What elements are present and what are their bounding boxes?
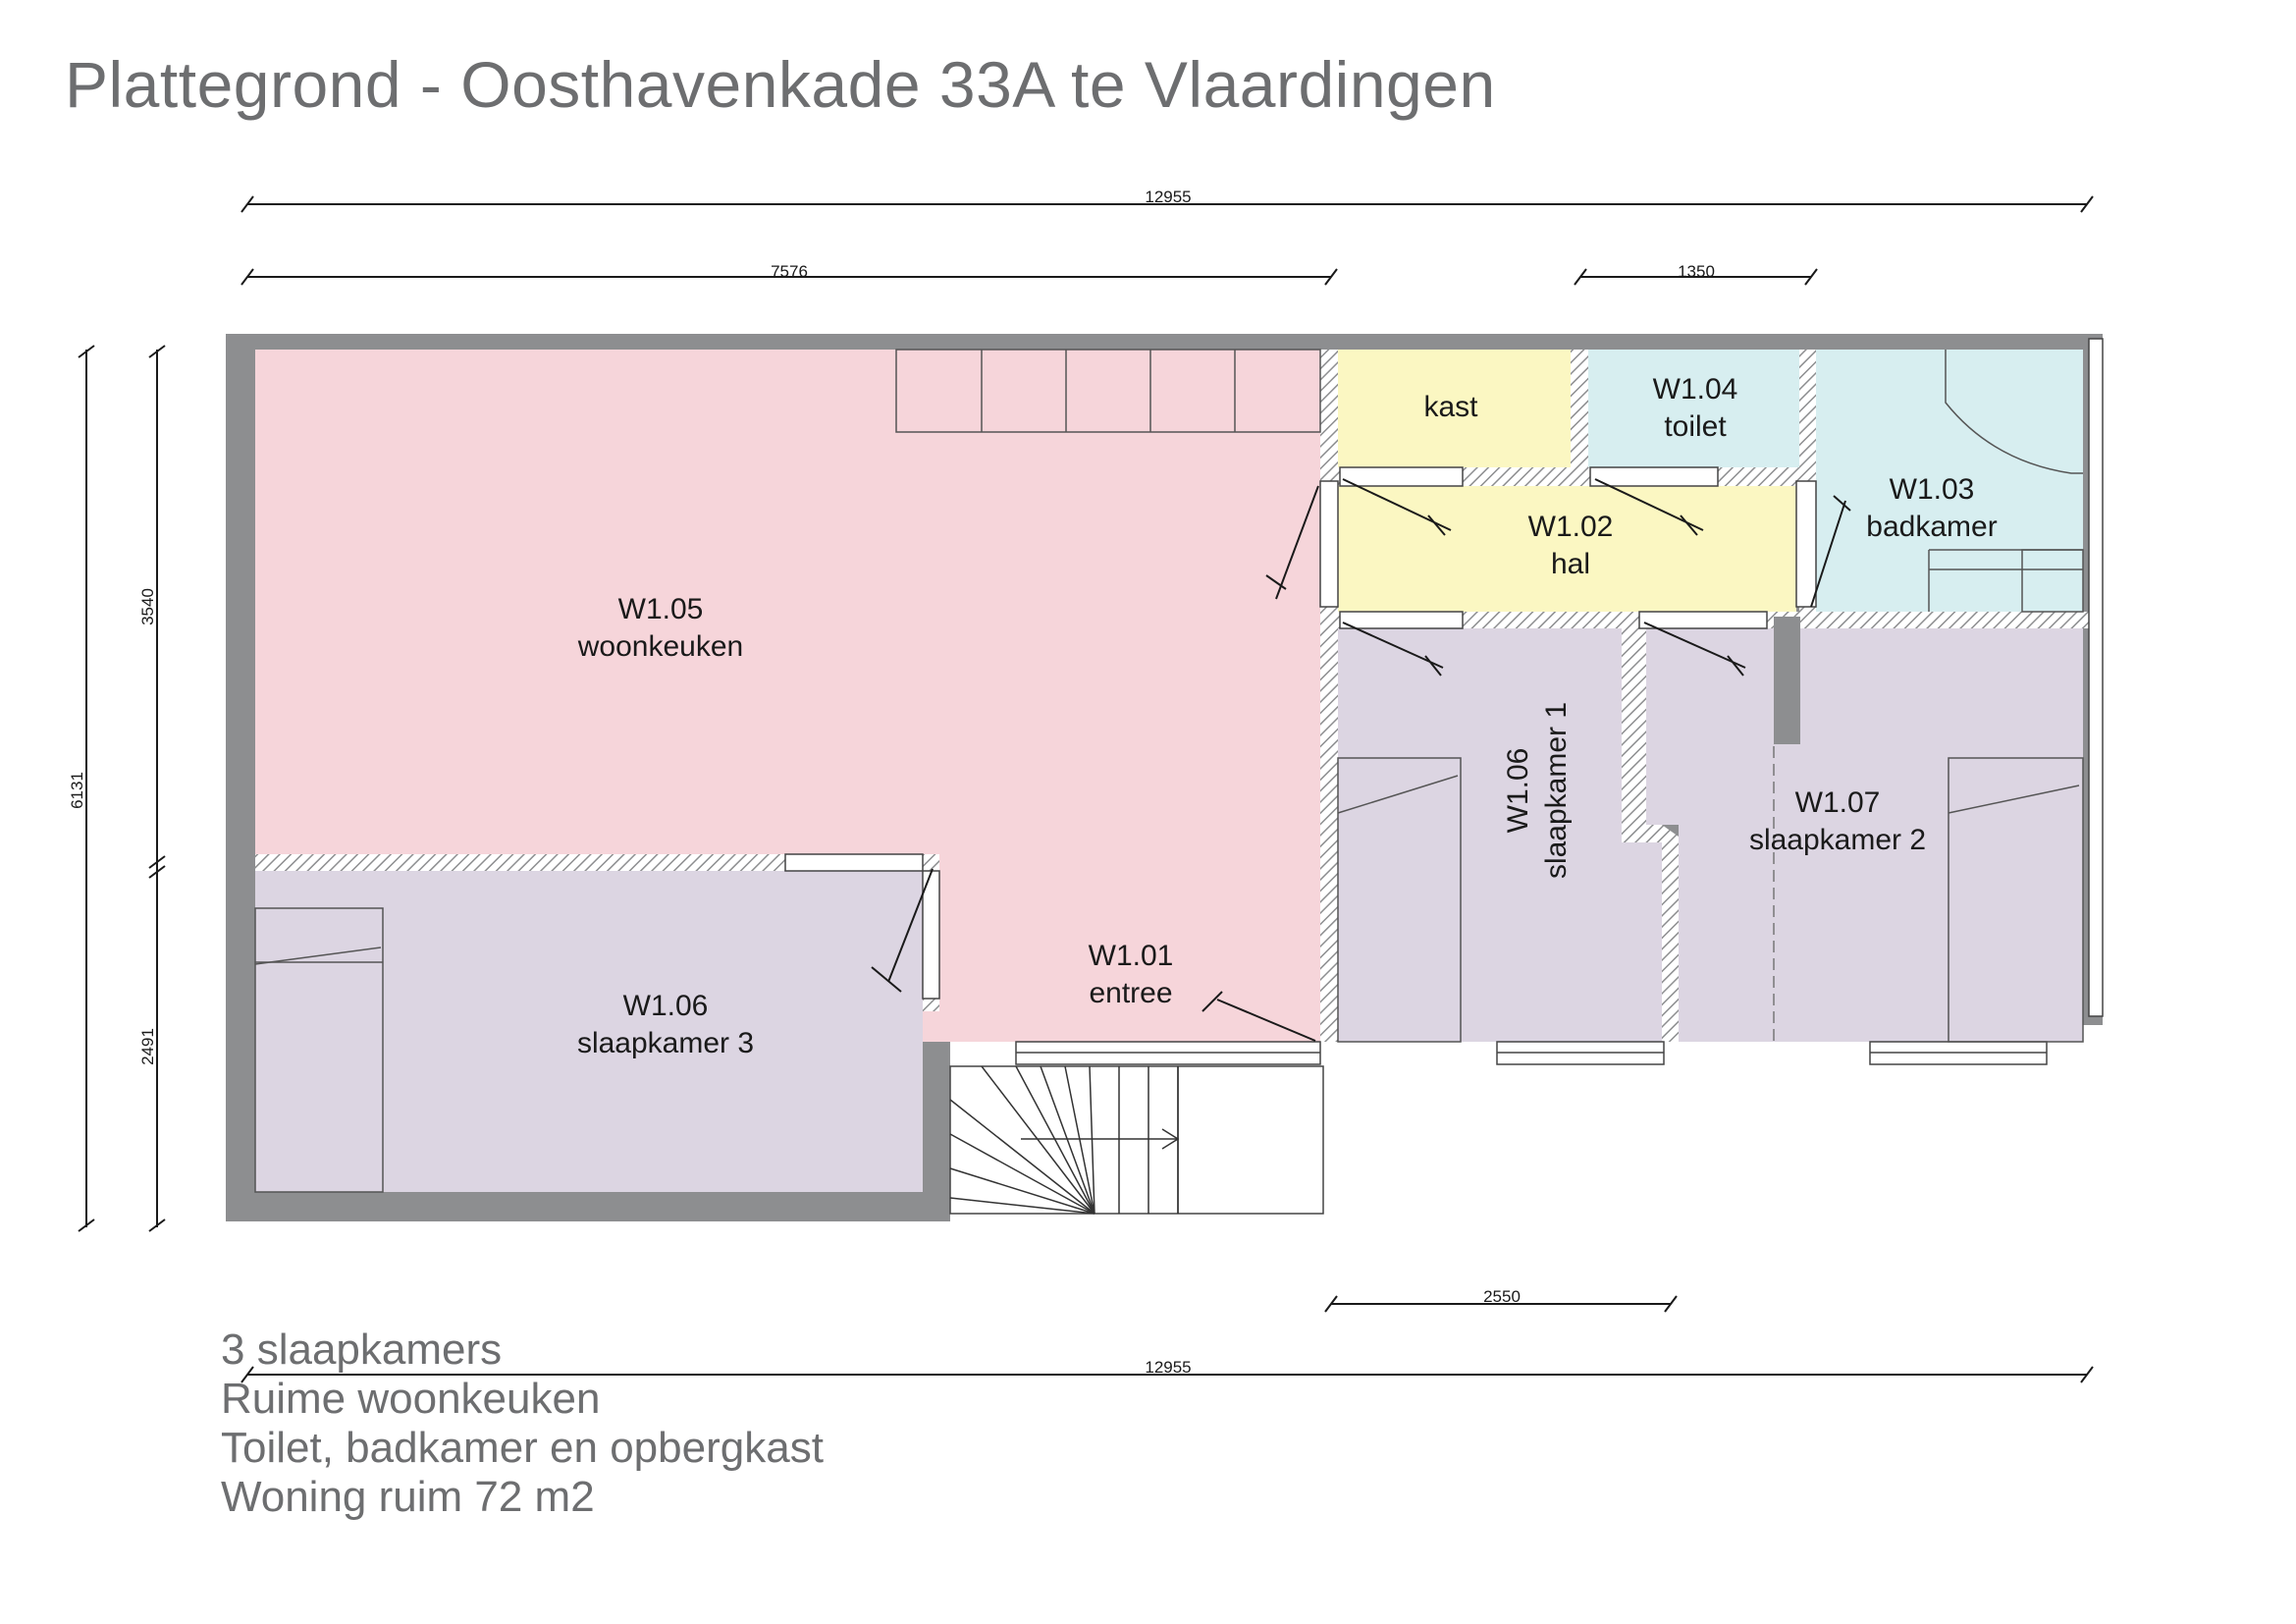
staircase [949, 1065, 1324, 1215]
dimension-lines [78, 195, 2094, 1383]
room-hal [1338, 486, 1796, 612]
label-w106b-name: slaapkamer 3 [577, 1027, 754, 1059]
note-line: Woning ruim 72 m2 [221, 1473, 595, 1521]
label-w105-name: woonkeuken [577, 630, 743, 663]
room-badkamer [1816, 350, 2083, 615]
label-w107-code: W1.07 [1795, 786, 1881, 819]
dim-bottom-total: 12955 [1145, 1358, 1191, 1377]
page-title: Plattegrond - Oosthavenkade 33A te Vlaar… [65, 48, 1496, 121]
room-kast [1338, 350, 1571, 467]
label-w107-name: slaapkamer 2 [1749, 824, 1926, 856]
label-w106b-code: W1.06 [623, 990, 709, 1022]
label-w105-code: W1.05 [618, 593, 704, 625]
dim-top-total: 12955 [1145, 188, 1191, 206]
dim-left-upper: 3540 [138, 588, 157, 625]
label-w104-name: toilet [1664, 410, 1727, 443]
label-w104-code: W1.04 [1653, 373, 1738, 406]
dim-bottom-mid: 2550 [1483, 1287, 1521, 1306]
label-w101-code: W1.01 [1089, 940, 1174, 972]
label-w106a-code: W1.06 [1502, 748, 1534, 834]
label-w106a-name: slaapkamer 1 [1540, 702, 1573, 879]
dim-top-left: 7576 [771, 262, 808, 281]
note-line: 3 slaapkamers [221, 1326, 503, 1374]
note-line: Ruime woonkeuken [221, 1375, 601, 1423]
dim-left-total: 6131 [68, 772, 86, 809]
label-kast: kast [1423, 391, 1478, 423]
room-slaapkamer-1 [1338, 628, 1662, 1042]
label-w103-name: badkamer [1866, 511, 1997, 543]
doors [784, 466, 1817, 1000]
dim-top-mid: 1350 [1678, 262, 1715, 281]
kitchen-counter [895, 349, 1321, 433]
feature-notes: 3 slaapkamers Ruime woonkeuken Toilet, b… [221, 1326, 824, 1522]
dim-left-lower: 2491 [138, 1028, 157, 1065]
rooms [255, 350, 2083, 1192]
room-slaapkamer-3 [255, 871, 923, 1192]
label-w103-code: W1.03 [1890, 473, 1975, 506]
windows [1015, 338, 2104, 1065]
label-w101-name: entree [1089, 977, 1172, 1009]
room-slaapkamer-2 [1646, 628, 2083, 1042]
beds [254, 757, 2084, 1193]
note-line: Toilet, badkamer en opbergkast [221, 1424, 824, 1472]
bathroom-fixtures [1928, 350, 2084, 613]
room-toilet [1588, 350, 1799, 467]
label-w102-name: hal [1551, 548, 1590, 580]
wall-stub [1774, 617, 1800, 744]
label-w102-code: W1.02 [1528, 511, 1614, 543]
door-swings [871, 478, 1851, 1042]
